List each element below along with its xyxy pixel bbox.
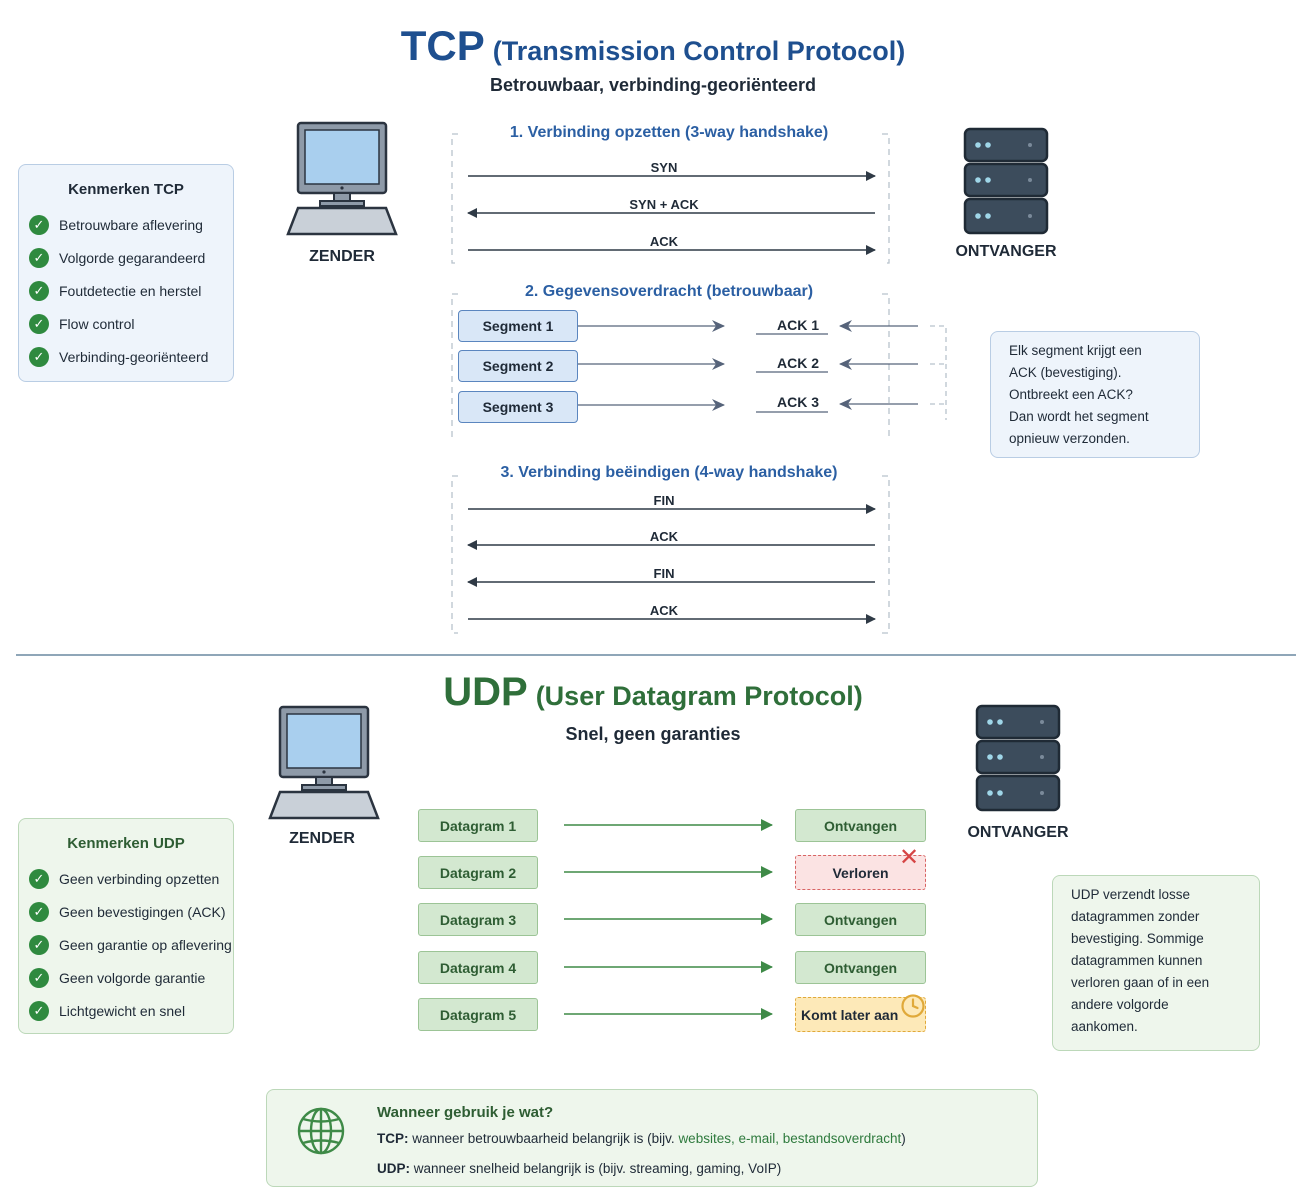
msg-syn: SYN (650, 160, 678, 175)
msg-fin: FIN (653, 566, 675, 581)
checkmark-icon: ✓ (29, 214, 49, 235)
tcp-note: Elk segment krijgt een ACK (bevestiging)… (990, 331, 1200, 458)
tcp-close-title: 3. Verbinding beëindigen (4-way handshak… (500, 464, 838, 481)
result-received: Ontvangen (795, 903, 926, 936)
result-received: Ontvangen (795, 951, 926, 984)
tcp-sequence-diagram (451, 133, 947, 634)
tcp-transfer-title: 2. Gegevensoverdracht (betrouwbaar) (524, 283, 814, 300)
tcp-feature: ✓Flow control (29, 307, 233, 340)
tcp-title-main: TCP (400, 22, 485, 69)
checkmark-icon: ✓ (29, 280, 49, 301)
datagram-box: Datagram 5 (418, 998, 538, 1031)
result-received: Ontvangen (795, 809, 926, 842)
udp-subtitle: Snel, geen garanties (565, 724, 741, 744)
computer-icon (286, 121, 398, 236)
msg-ack: ACK (649, 234, 679, 249)
udp-sender-label: ZENDER (289, 830, 355, 847)
segment-box: Segment 1 (458, 310, 578, 342)
ack-label: ACK 1 (776, 317, 819, 333)
checkmark-icon: ✓ (29, 313, 49, 334)
server-icon (975, 704, 1061, 812)
result-lost: Verloren (795, 855, 926, 890)
tcp-title-rest: (Transmission Control Protocol) (492, 36, 906, 66)
udp-features-panel: Kenmerken UDP ✓Geen verbinding opzetten … (18, 818, 234, 1034)
globe-icon (297, 1107, 345, 1155)
checkmark-icon: ✓ (29, 247, 49, 268)
udp-note: UDP verzendt losse datagrammen zonder be… (1052, 875, 1260, 1051)
datagram-box: Datagram 3 (418, 903, 538, 936)
datagram-box: Datagram 2 (418, 856, 538, 889)
tcp-feature: ✓Verbinding-georiënteerd (29, 340, 233, 373)
segment-box: Segment 2 (458, 350, 578, 382)
tcp-subtitle: Betrouwbaar, verbinding-georiënteerd (489, 75, 817, 95)
udp-title-rest: (User Datagram Protocol) (535, 681, 863, 711)
msg-fin: FIN (653, 493, 675, 508)
tcp-sender-label: ZENDER (309, 248, 375, 265)
msg-syn-ack: SYN + ACK (629, 197, 699, 212)
tcp-receiver-label: ONTVANGER (955, 243, 1057, 260)
udp-feature: ✓Lichtgewicht en snel (29, 994, 233, 1027)
tcp-features-panel: Kenmerken TCP ✓Betrouwbare aflevering ✓V… (18, 164, 234, 382)
segment-box: Segment 3 (458, 391, 578, 423)
tcp-feature: ✓Betrouwbare aflevering (29, 208, 233, 241)
udp-feature: ✓Geen verbinding opzetten (29, 862, 233, 895)
ack-label: ACK 2 (776, 355, 819, 371)
checkmark-icon: ✓ (29, 868, 49, 889)
usage-title: Wanneer gebruik je wat? (377, 1104, 554, 1121)
computer-icon (268, 705, 380, 820)
udp-title: UDP(User Datagram Protocol) (0, 670, 1306, 715)
tcp-feature: ✓Volgorde gegarandeerd (29, 241, 233, 274)
usage-panel: Wanneer gebruik je wat? TCP: wanneer bet… (266, 1089, 1038, 1187)
checkmark-icon: ✓ (29, 967, 49, 988)
datagram-box: Datagram 1 (418, 809, 538, 842)
msg-ack: ACK (649, 603, 679, 618)
section-divider (16, 654, 1296, 656)
tcp-features-title: Kenmerken TCP (68, 181, 184, 198)
tcp-title: TCP(Transmission Control Protocol) (0, 22, 1306, 70)
udp-receiver-label: ONTVANGER (967, 824, 1069, 841)
usage-udp-line: UDP: wanneer snelheid belangrijk is (bij… (377, 1161, 782, 1176)
udp-feature: ✓Geen volgorde garantie (29, 961, 233, 994)
checkmark-icon: ✓ (29, 346, 49, 367)
datagram-box: Datagram 4 (418, 951, 538, 984)
tcp-handshake-title: 1. Verbinding opzetten (3-way handshake) (509, 124, 829, 141)
checkmark-icon: ✓ (29, 934, 49, 955)
udp-feature: ✓Geen garantie op aflevering (29, 928, 233, 961)
udp-title-main: UDP (443, 670, 528, 714)
tcp-feature: ✓Foutdetectie en herstel (29, 274, 233, 307)
x-mark-icon: ✕ (899, 844, 920, 871)
udp-feature: ✓Geen bevestigingen (ACK) (29, 895, 233, 928)
usage-tcp-line: TCP: wanneer betrouwbaarheid belangrijk … (377, 1131, 906, 1146)
ack-label: ACK 3 (776, 394, 819, 410)
clock-icon (901, 994, 925, 1018)
msg-ack: ACK (649, 529, 679, 544)
checkmark-icon: ✓ (29, 901, 49, 922)
udp-arrows (564, 819, 773, 1020)
checkmark-icon: ✓ (29, 1000, 49, 1021)
udp-features-title: Kenmerken UDP (67, 835, 185, 852)
server-icon (963, 127, 1049, 235)
